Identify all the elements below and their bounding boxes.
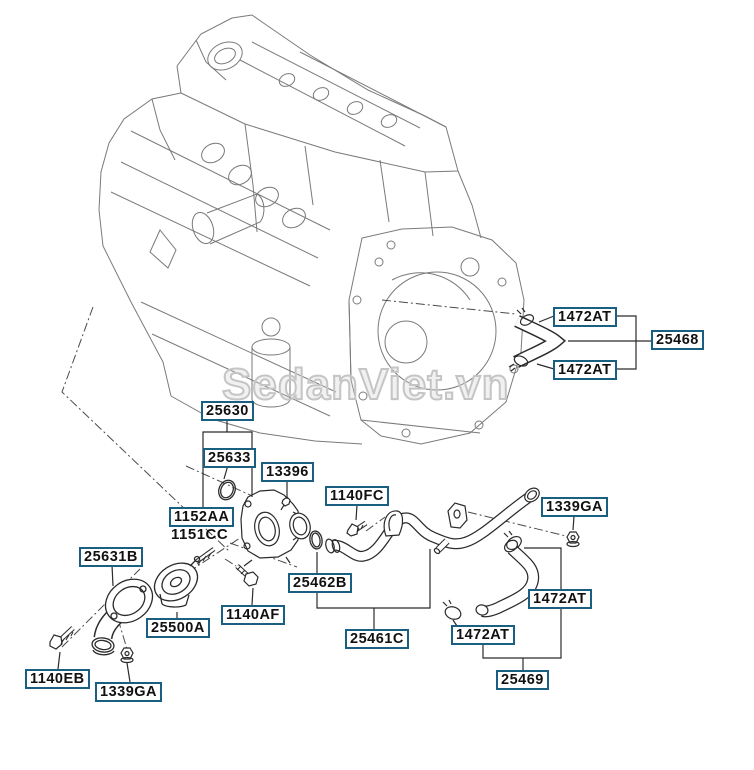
nut-1339ga-right	[566, 531, 580, 548]
water-pipe-25461c	[325, 487, 540, 562]
bolt-1140fc	[346, 520, 368, 537]
part-label-25633[interactable]: 25633	[203, 448, 256, 468]
bolt-1140eb	[49, 626, 75, 650]
part-label-1472at-top[interactable]: 1472AT	[553, 307, 617, 327]
bolt-1140af	[235, 564, 259, 587]
hose-clamp-icon	[503, 530, 522, 551]
heater-hose-25469	[442, 530, 540, 620]
hose-clamp-icon	[508, 307, 535, 372]
part-label-1339ga-left[interactable]: 1339GA	[95, 682, 163, 702]
part-label-25462b[interactable]: 25462B	[288, 573, 352, 593]
thermostat-25500a	[153, 555, 201, 608]
part-label-1472at-top2[interactable]: 1472AT	[553, 360, 617, 380]
part-label-1140fc[interactable]: 1140FC	[325, 486, 389, 506]
part-label-1140eb[interactable]: 1140EB	[25, 669, 90, 689]
pipe-bracket-tab	[447, 502, 468, 529]
part-label-1339ga-right[interactable]: 1339GA	[541, 497, 609, 517]
part-label-25461c[interactable]: 25461C	[345, 629, 409, 649]
pipe-clip	[383, 510, 404, 537]
part-label-1151cc: 1151CC	[171, 526, 229, 543]
water-inlet-25631b	[91, 578, 154, 656]
part-label-25631b[interactable]: 25631B	[79, 547, 143, 567]
part-label-25468[interactable]: 25468	[651, 330, 704, 350]
thermostat-housing	[240, 489, 311, 567]
part-label-1140af[interactable]: 1140AF	[221, 605, 285, 625]
part-label-13396[interactable]: 13396	[261, 462, 314, 482]
part-label-25630[interactable]: 25630	[201, 401, 254, 421]
part-label-25500a[interactable]: 25500A	[146, 618, 210, 638]
leader-lines	[57, 315, 651, 683]
hose-clamp-icon	[442, 599, 462, 620]
part-label-25469[interactable]: 25469	[496, 670, 549, 690]
bypass-hose-25468	[508, 307, 567, 372]
o-ring-25633	[218, 479, 236, 501]
part-label-1152aa[interactable]: 1152AA	[169, 507, 235, 527]
part-label-1472at-low[interactable]: 1472AT	[451, 625, 515, 645]
o-ring-25462b	[309, 530, 323, 550]
part-label-1472at-mid[interactable]: 1472AT	[528, 589, 592, 609]
engine-lineart	[98, 14, 525, 445]
nut-1339ga-left	[120, 647, 134, 664]
